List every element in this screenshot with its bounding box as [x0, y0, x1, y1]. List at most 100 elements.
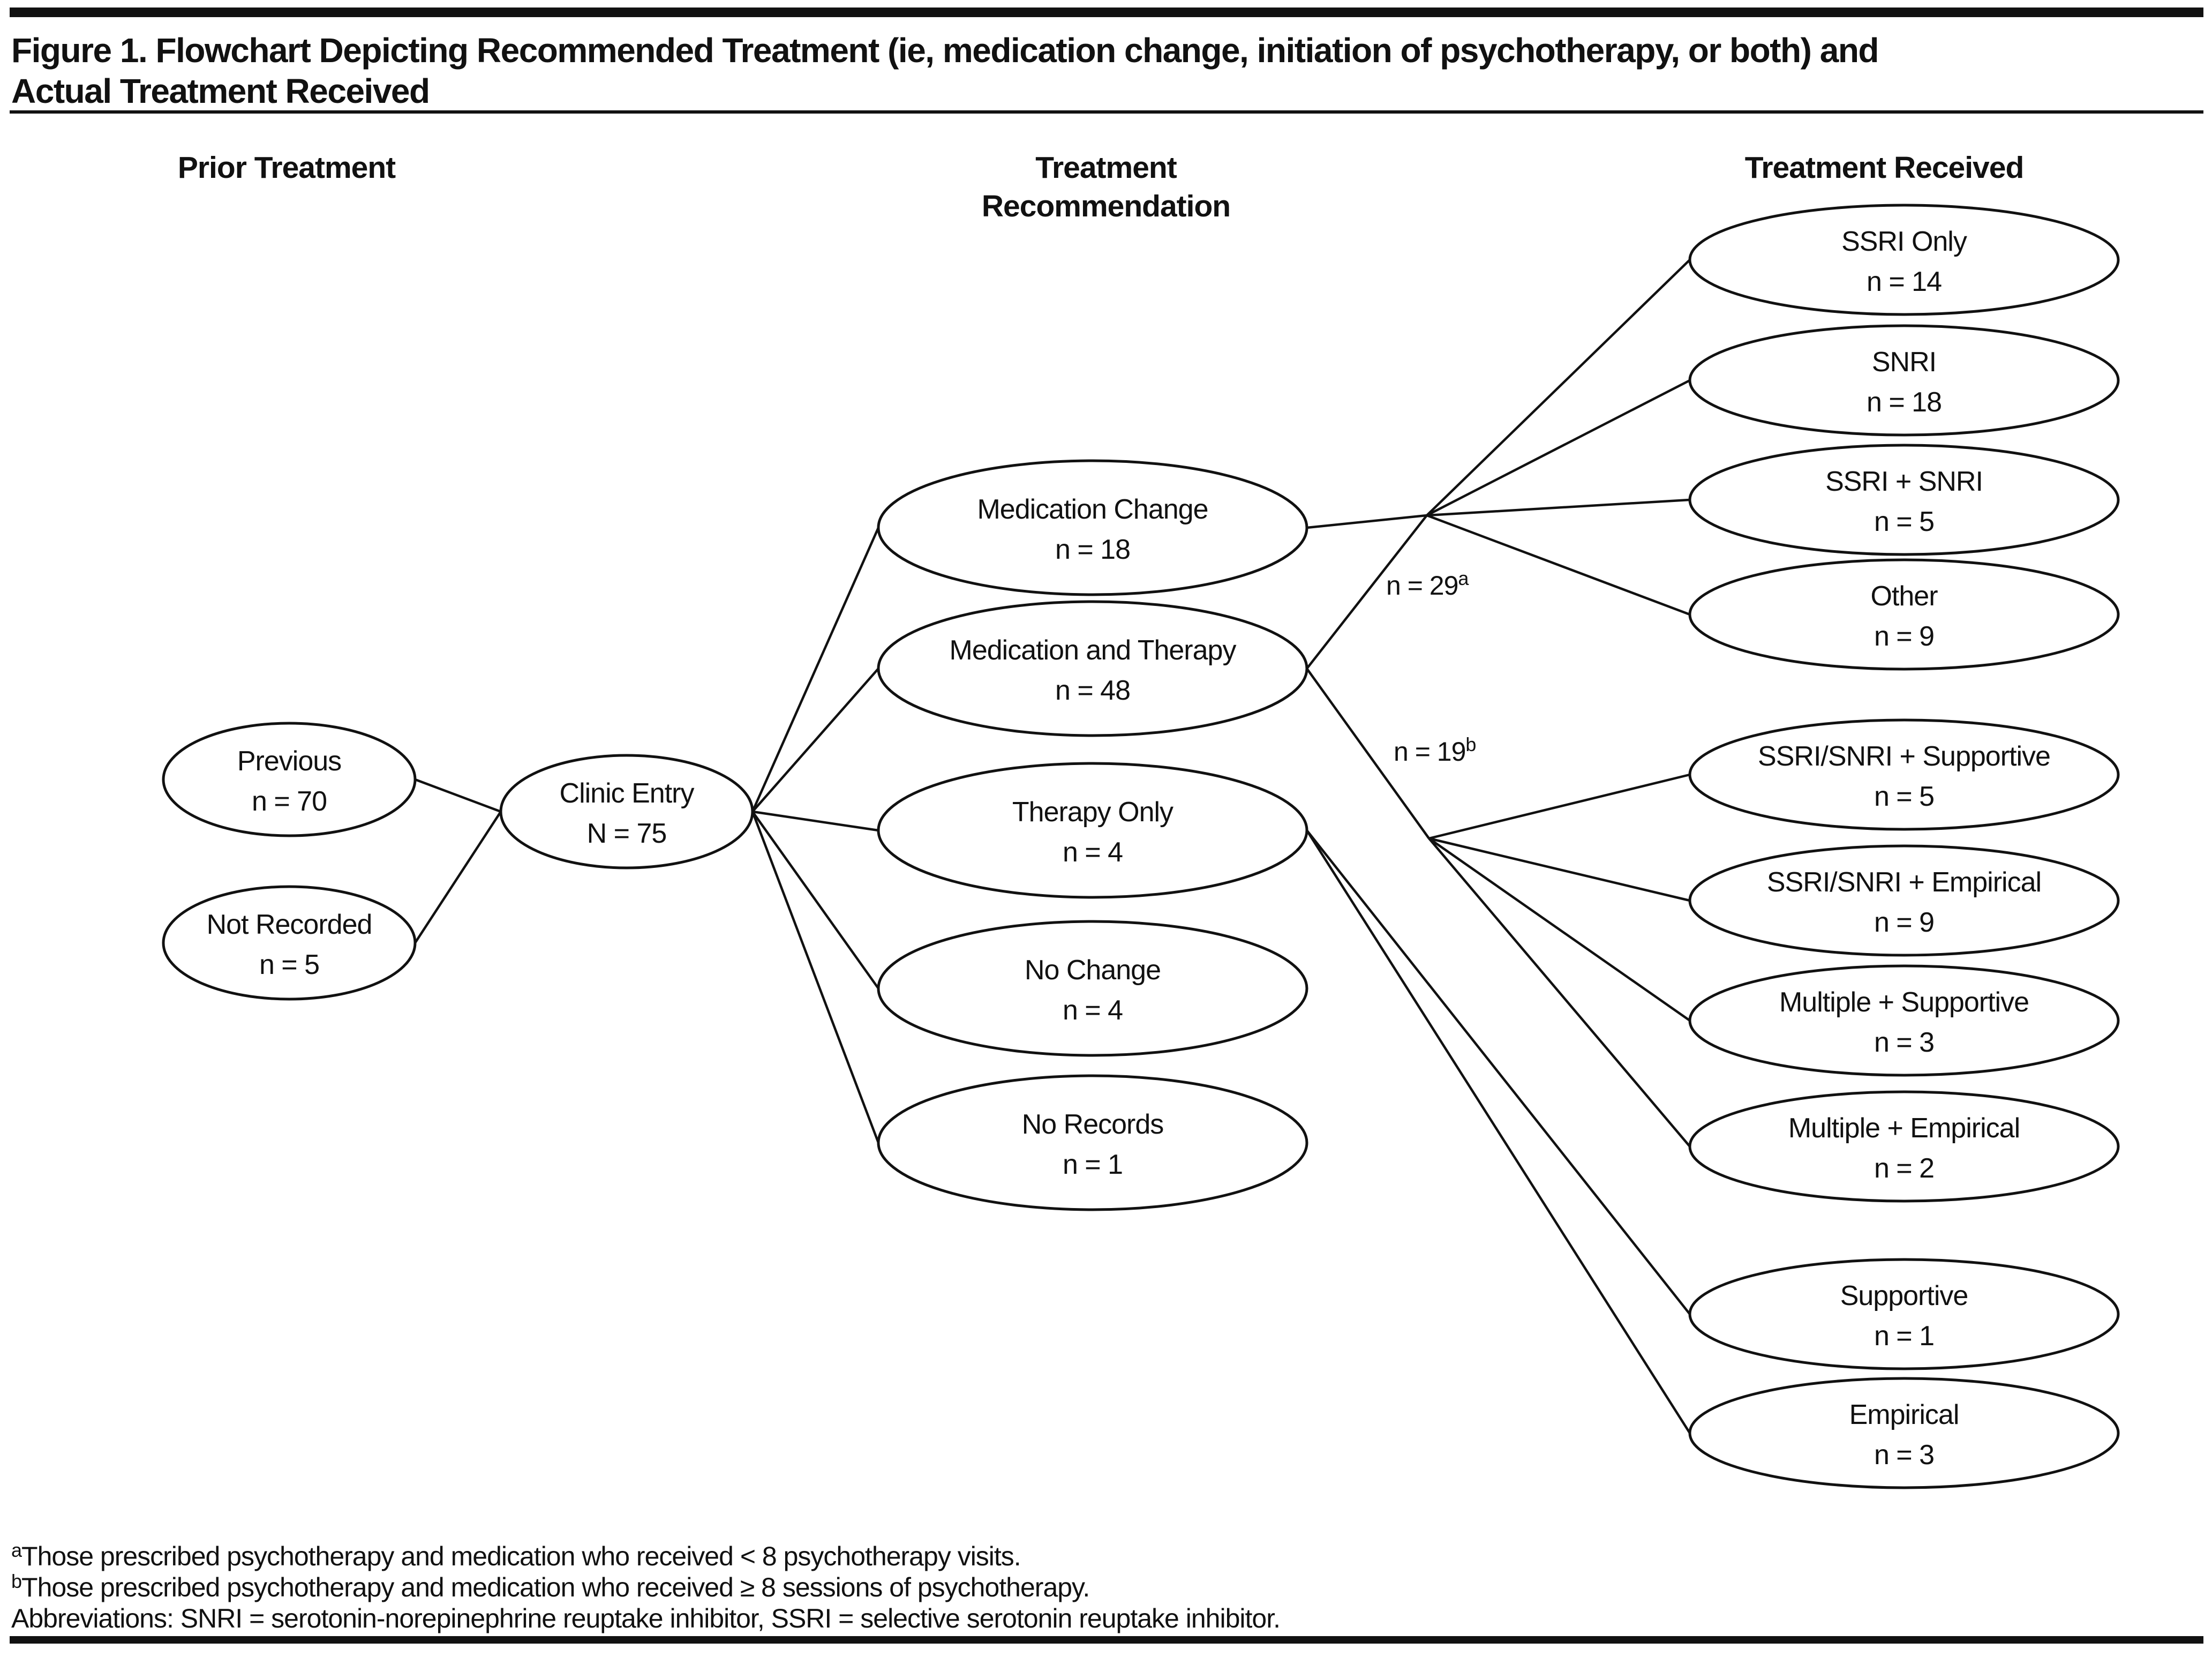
- edge-label-n19: n = 19b: [1394, 733, 1476, 767]
- edge-medication-and-therapy-fan-a: [1306, 514, 1428, 670]
- edge-fan-a-other: [1426, 514, 1690, 616]
- bottom-rule: [10, 1636, 2203, 1644]
- edge-previous-clinic-entry: [415, 778, 501, 813]
- edge-fan-a-ssri-only: [1426, 259, 1691, 516]
- edge-medication-and-therapy-fan-b: [1306, 668, 1430, 839]
- edge-fan-a-ssri-snri: [1426, 498, 1690, 517]
- edge-clinic-entry-therapy-only: [752, 810, 879, 832]
- edge-label-n19-text: n = 19: [1394, 737, 1465, 767]
- node-clinic-entry-ellipse: [499, 754, 754, 869]
- edges: n = 29a n = 19b: [414, 259, 1691, 1434]
- edge-therapy-only-supportive: [1306, 829, 1691, 1315]
- column-header-treatment-recommendation-line1: Treatment: [1035, 151, 1177, 185]
- edge-not-recorded-clinic-entry: [414, 811, 502, 944]
- edge-label-n29: n = 29a: [1386, 567, 1469, 601]
- top-rule: [10, 8, 2203, 17]
- node-snri-ellipse: [1688, 324, 2120, 437]
- footnote-abbreviations: Abbreviations: SNRI = serotonin-norepine…: [11, 1603, 1280, 1633]
- edge-fan-a-snri: [1426, 379, 1691, 517]
- edge-clinic-entry-no-records: [751, 811, 880, 1143]
- node-other-ellipse: [1688, 558, 2120, 671]
- edge-label-n29-text: n = 29: [1386, 571, 1458, 601]
- node-ssri-only-ellipse: [1688, 204, 2120, 316]
- column-header-prior-treatment: Prior Treatment: [178, 151, 396, 185]
- edge-therapy-only-empirical: [1306, 829, 1691, 1434]
- node-medication-change-ellipse: [877, 459, 1308, 596]
- footnote-a-superscript: a: [11, 1539, 22, 1561]
- footnote-b-text: Those prescribed psychotherapy and medic…: [21, 1572, 1089, 1602]
- node-empirical-ellipse: [1688, 1377, 2120, 1489]
- title-divider-rule: [10, 110, 2203, 114]
- footnote-a-text: Those prescribed psychotherapy and medic…: [21, 1541, 1021, 1571]
- node-no-change-ellipse: [877, 920, 1308, 1057]
- title-block: Figure 1. Flowchart Depicting Recommende…: [10, 8, 2203, 114]
- edge-label-n19-superscript: b: [1465, 733, 1476, 755]
- figure-title-line1: Figure 1. Flowchart Depicting Recommende…: [11, 31, 1878, 70]
- node-not-recorded-ellipse: [162, 885, 417, 1001]
- footnote-a: aThose prescribed psychotherapy and medi…: [11, 1539, 1021, 1571]
- edge-fan-b-ssri-snri-supportive: [1428, 773, 1690, 840]
- node-multiple-supportive-ellipse: [1688, 964, 2120, 1077]
- column-header-treatment-recommendation-line2: Recommendation: [982, 189, 1230, 223]
- node-no-records-ellipse: [877, 1074, 1308, 1211]
- node-previous-ellipse: [162, 722, 417, 837]
- column-headers: Prior Treatment Treatment Recommendation…: [178, 151, 2024, 223]
- footnote-b: bThose prescribed psychotherapy and medi…: [11, 1570, 1089, 1602]
- edge-clinic-entry-medication-change: [751, 527, 880, 812]
- node-ssri-snri-ellipse: [1688, 444, 2120, 556]
- footnote-b-superscript: b: [11, 1570, 21, 1592]
- edge-clinic-entry-no-change: [751, 811, 879, 989]
- edge-fan-b-ssri-snri-empirical: [1428, 837, 1690, 902]
- figure-title-line2: Actual Treatment Received: [11, 72, 430, 110]
- footnotes: aThose prescribed psychotherapy and medi…: [11, 1539, 1281, 1633]
- node-ssri-snri-empirical-ellipse: [1688, 844, 2120, 957]
- node-ssri-snri-supportive-ellipse: [1688, 718, 2120, 831]
- edge-fan-b-multiple-supportive: [1428, 837, 1691, 1022]
- edge-fan-b-multiple-empirical: [1428, 837, 1691, 1148]
- edge-clinic-entry-medication-and-therapy: [751, 668, 879, 813]
- node-therapy-only-ellipse: [877, 762, 1308, 899]
- column-header-treatment-received: Treatment Received: [1745, 151, 2024, 185]
- node-supportive-ellipse: [1688, 1258, 2120, 1370]
- node-medication-and-therapy-ellipse: [877, 600, 1308, 737]
- edge-medication-change-fan-a: [1306, 514, 1427, 529]
